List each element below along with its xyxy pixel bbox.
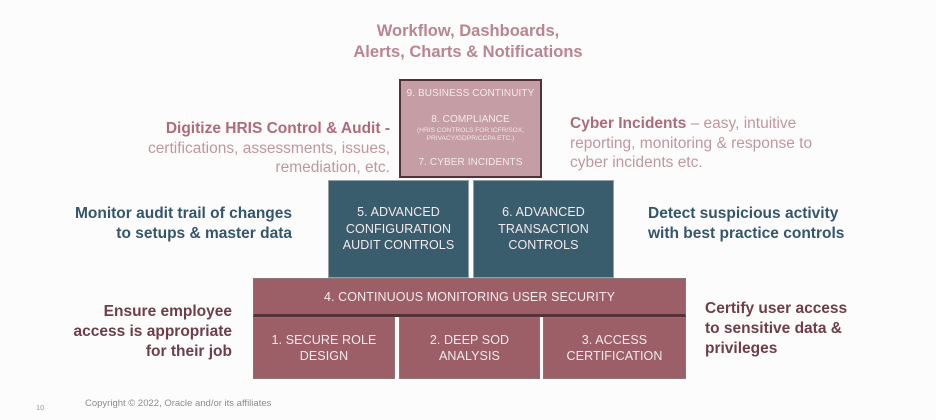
deep-sod-box: 2. DEEP SOD ANALYSIS — [399, 317, 540, 379]
top-pyramid-box: 9. BUSINESS CONTINUITY 8. COMPLIANCE (HR… — [399, 79, 542, 178]
digitize-annotation: Digitize HRIS Control & Audit - certifica… — [96, 99, 390, 178]
detect-annotation: Detect suspicious activity with best pra… — [648, 205, 845, 243]
compliance-label: 8. COMPLIANCE — [431, 113, 510, 125]
access-certification-box: 3. ACCESS CERTIFICATION — [543, 317, 686, 379]
certify-annotation: Certify user access to sensitive data & … — [705, 300, 848, 358]
compliance-detail-label: (HRIS CONTROLS FOR ICFR/SOX, PRIVACY/GDP… — [417, 126, 524, 142]
monitor-annotation: Monitor audit trail of changes to setups… — [74, 205, 292, 243]
ensure-annotation: Ensure employee access is appropriate fo… — [73, 303, 232, 361]
cyber-incidents-label: 7. CYBER INCIDENTS — [418, 157, 523, 169]
page-number: 10 — [36, 403, 45, 412]
business-continuity-label: 9. BUSINESS CONTINUITY — [406, 88, 535, 99]
compliance-block: 8. COMPLIANCE (HRIS CONTROLS FOR ICFR/SO… — [417, 114, 524, 143]
cyber-annotation-bold: Cyber Incidents — [570, 114, 687, 132]
user-security-bar: 4. CONTINUOUS MONITORING USER SECURITY — [253, 278, 686, 317]
copyright-text: Copyright © 2022, Oracle and/or its affi… — [85, 398, 272, 409]
cyber-annotation-rest: – easy, intuitive reporting, monitoring … — [570, 114, 813, 172]
advanced-transaction-box: 6. ADVANCED TRANSACTION CONTROLS — [473, 180, 614, 278]
secure-role-box: 1. SECURE ROLE DESIGN — [253, 317, 395, 379]
slide-title: Workflow, Dashboards, Alerts, Charts & N… — [353, 22, 583, 62]
digitize-annotation-rest: certifications, assessments, issues, rem… — [147, 139, 390, 177]
digitize-annotation-bold: Digitize HRIS Control & Audit - — [165, 119, 390, 137]
cyber-annotation: Cyber Incidents – easy, intuitive report… — [570, 94, 830, 173]
advanced-configuration-box: 5. ADVANCED CONFIGURATION AUDIT CONTROLS — [328, 180, 469, 278]
